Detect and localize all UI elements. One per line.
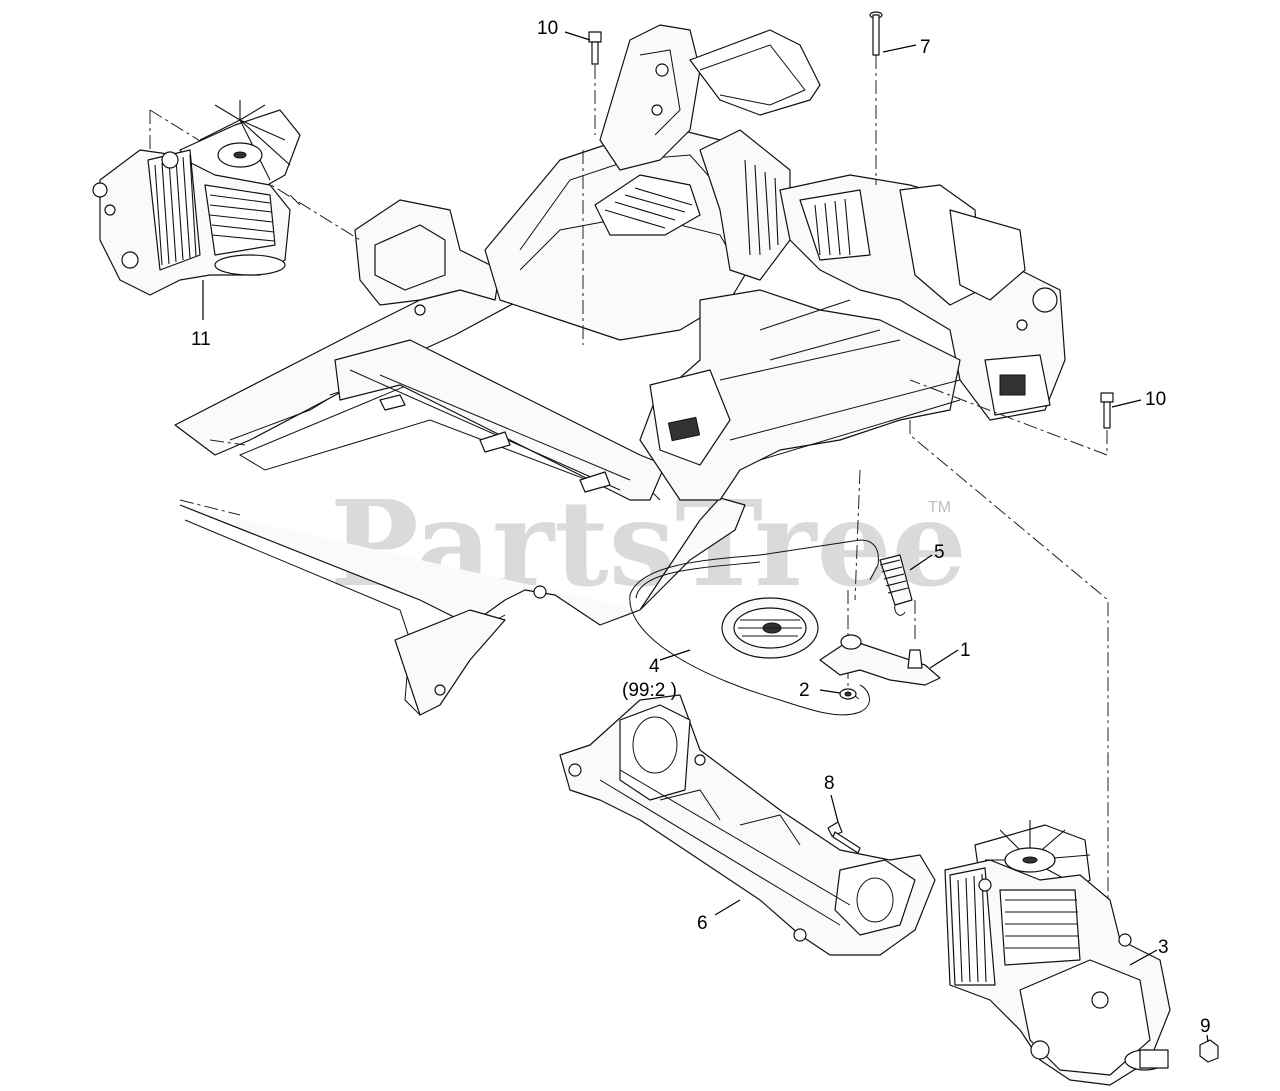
callout-3: 3 bbox=[1158, 937, 1169, 958]
drive-belt bbox=[629, 539, 879, 716]
callout-4-reference: (99:2 ) bbox=[622, 680, 677, 701]
callout-10-top: 10 bbox=[537, 18, 558, 39]
callout-10-right: 10 bbox=[1145, 389, 1166, 410]
extension-spring bbox=[879, 554, 913, 616]
idler-pulley-arm bbox=[721, 597, 941, 686]
main-frame bbox=[174, 24, 1066, 716]
watermark-trademark: TM bbox=[928, 499, 951, 516]
callout-7: 7 bbox=[920, 37, 931, 58]
hardware bbox=[588, 11, 1219, 1063]
callout-9: 9 bbox=[1200, 1016, 1211, 1037]
callouts: 10 7 11 10 5 1 4 (99:2 ) 2 8 6 3 9 bbox=[191, 18, 1211, 1043]
right-hydrostatic-transmission bbox=[944, 820, 1171, 1086]
left-hydrostatic-transmission bbox=[92, 100, 301, 296]
callout-11: 11 bbox=[191, 329, 211, 350]
callout-2: 2 bbox=[799, 680, 810, 701]
transmission-mount-frame bbox=[559, 694, 936, 956]
callout-6: 6 bbox=[697, 913, 708, 934]
callout-8: 8 bbox=[824, 773, 835, 794]
callout-4: 4 bbox=[649, 656, 660, 677]
callout-5: 5 bbox=[934, 542, 945, 563]
callout-1: 1 bbox=[960, 640, 971, 661]
